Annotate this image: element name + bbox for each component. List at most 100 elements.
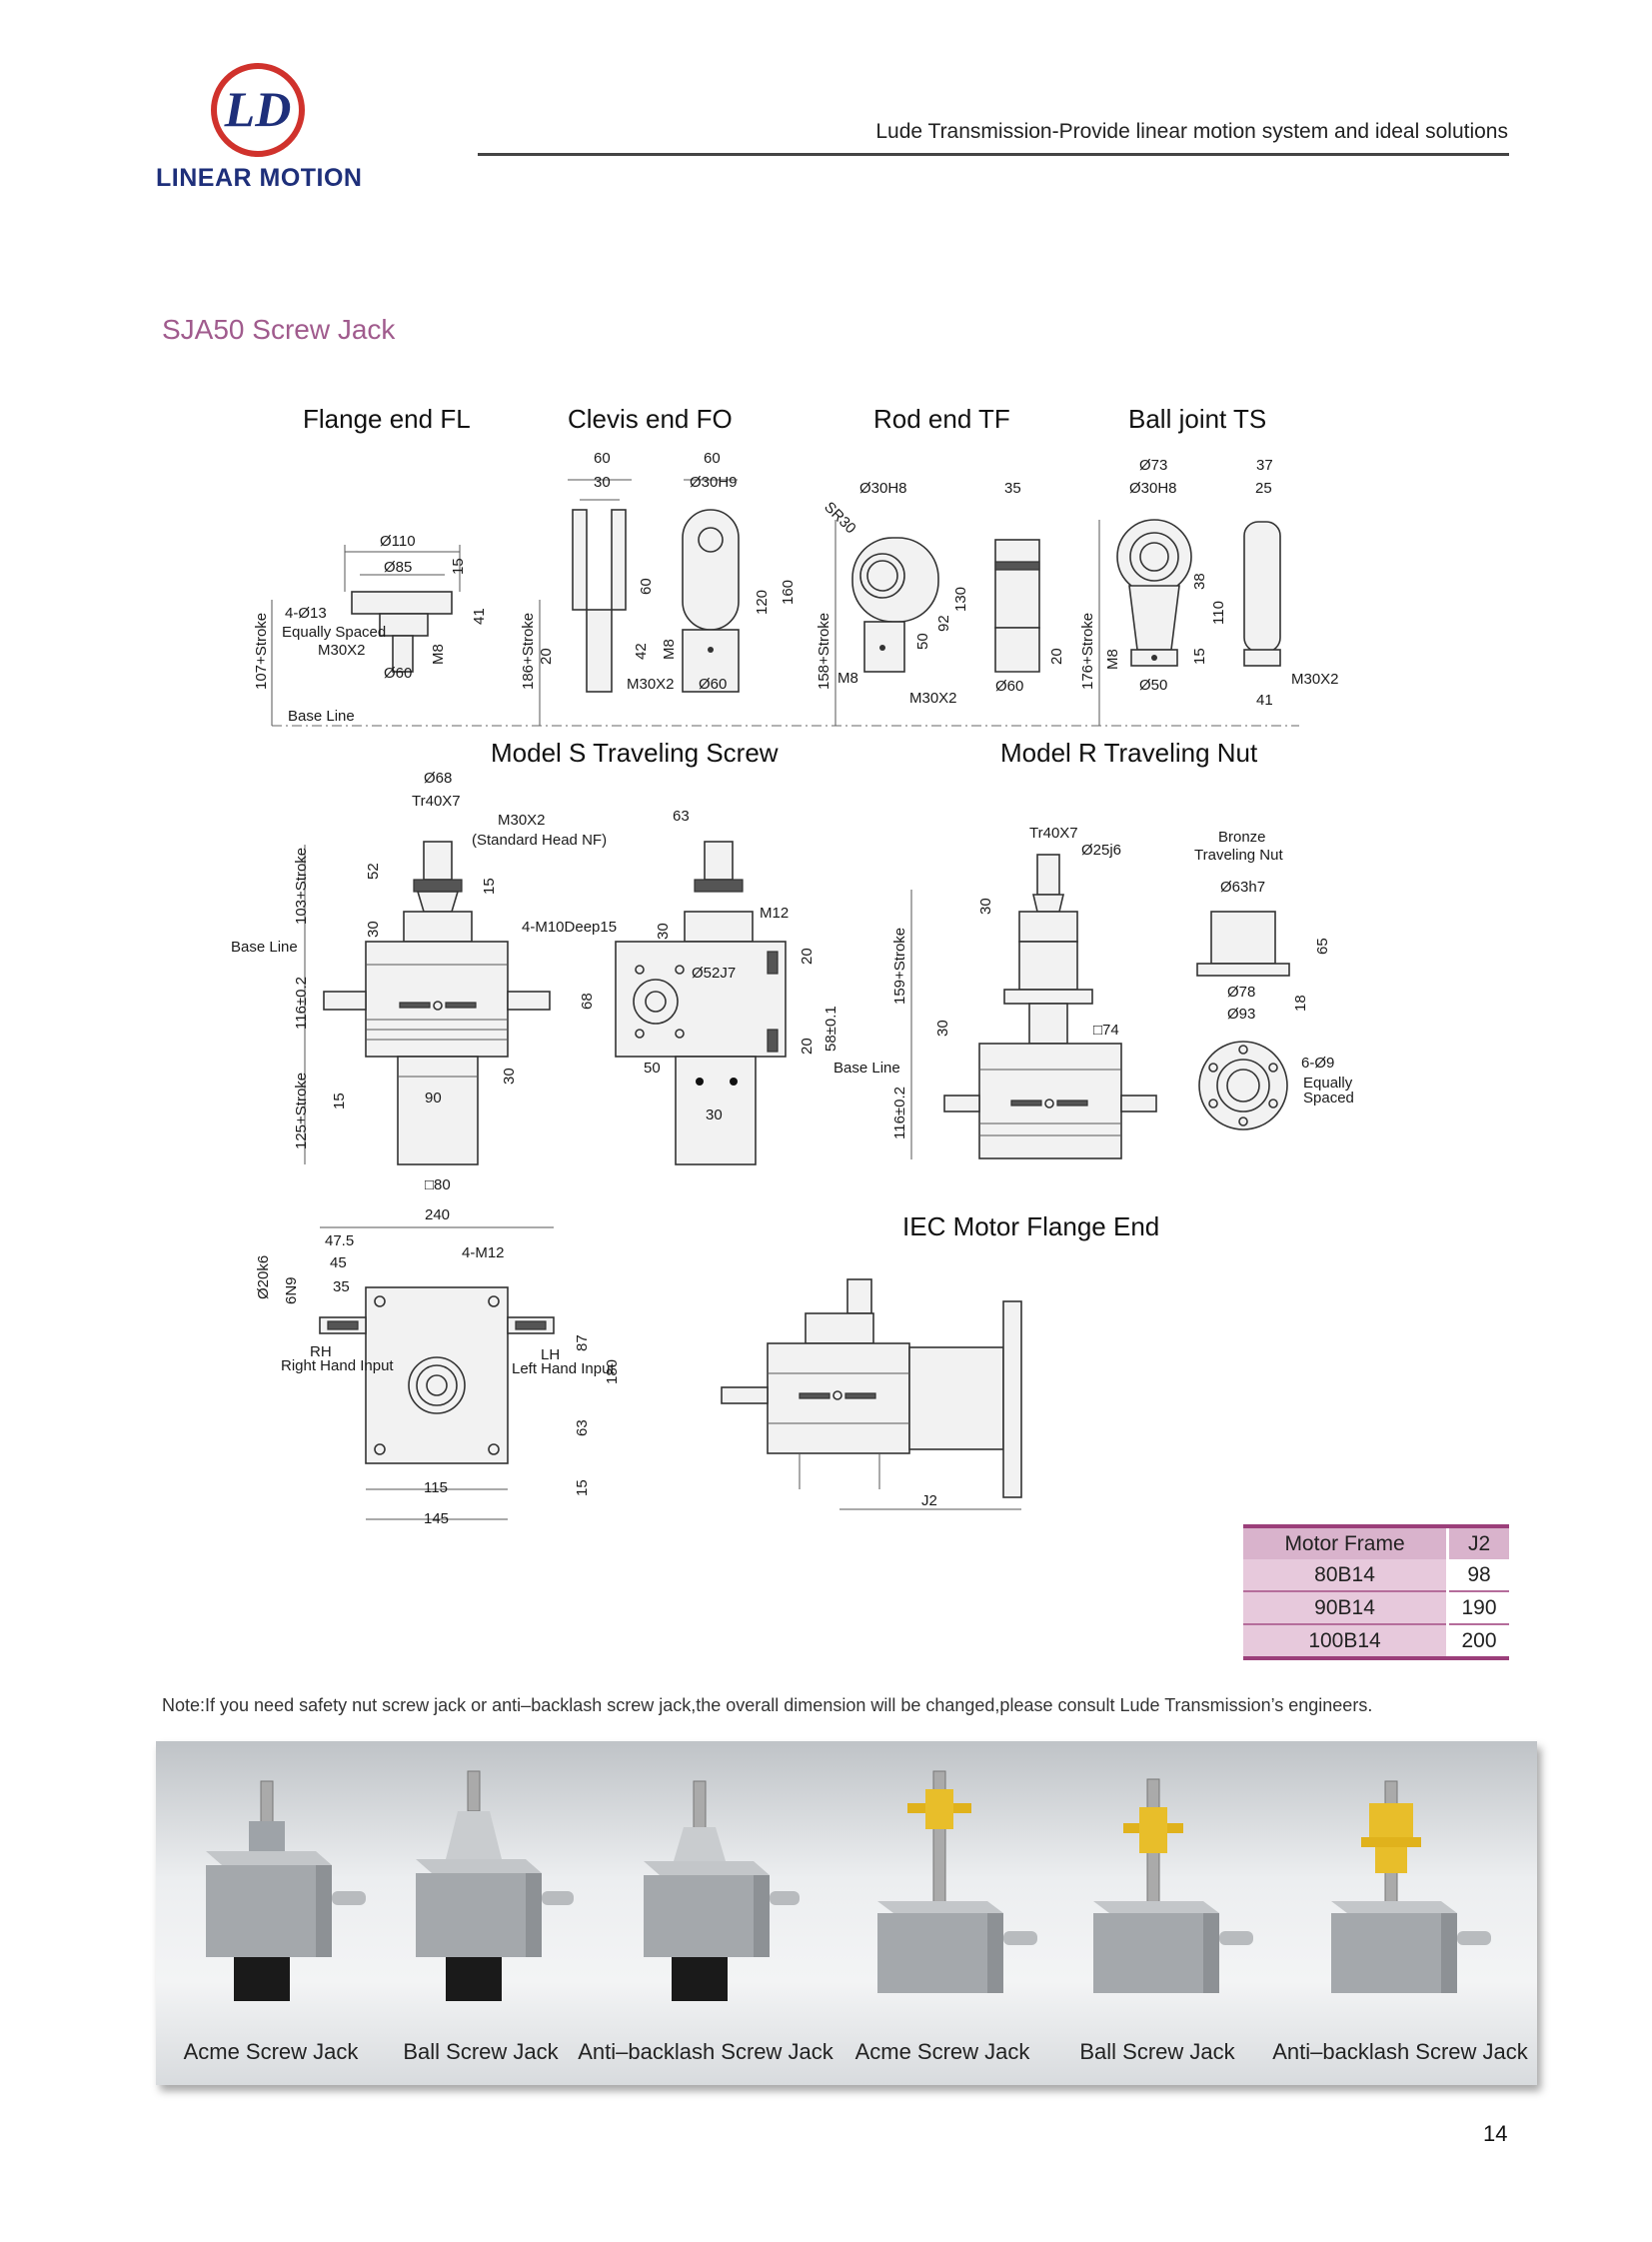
dim-s-90: 90 (425, 1090, 442, 1107)
table-cell: 90B14 (1243, 1591, 1450, 1625)
dim-fo-h120: 120 (754, 590, 771, 615)
dim-s-15: 15 (481, 878, 498, 895)
product-label: Anti–backlash Screw Jack (1272, 2039, 1528, 2064)
dim-s-68: 68 (579, 993, 596, 1010)
dim-b-45: 45 (330, 1254, 347, 1271)
dim-b-rh: RH (310, 1343, 332, 1360)
dim-b-lh-sub: Left Hand Input (512, 1360, 615, 1377)
header-divider (478, 153, 1509, 156)
dim-fl-d85: Ø85 (384, 559, 412, 576)
table-header-motor-frame: Motor Frame (1243, 1524, 1450, 1559)
dim-r-holes: 6-Ø9 (1301, 1055, 1334, 1072)
dim-r-eq-1: Equally (1303, 1075, 1353, 1092)
dim-s-stroke103: 103+Stroke (293, 848, 310, 925)
dim-fl-equally: Equally Spaced (282, 624, 386, 641)
table-cell: 190 (1447, 1591, 1509, 1625)
dimension-note: Note:If you need safety nut screw jack o… (162, 1695, 1373, 1715)
acme-traveling-nut-jack-image (877, 1770, 1037, 1993)
dim-s-tap: 4-M10Deep15 (522, 919, 617, 936)
dim-fo-60a: 60 (594, 450, 611, 467)
clevis-end-drawing (539, 479, 740, 726)
dim-iec-j2: J2 (921, 1492, 937, 1509)
anti-backlash-screw-jack-image (644, 1780, 800, 2001)
table-cell: 200 (1447, 1624, 1509, 1660)
product-label: Acme Screw Jack (183, 2039, 359, 2064)
acme-screw-jack-image (206, 1780, 366, 2001)
dim-fl-41: 41 (471, 608, 488, 625)
document-title: SJA50 Screw Jack (162, 314, 396, 345)
dim-b-115: 115 (424, 1479, 448, 1496)
dim-fl-d110: Ø110 (380, 533, 416, 550)
technical-drawings: Flange end FL Clevis end FO Rod end TF B… (231, 404, 1354, 1527)
dim-tf-bore: Ø30H8 (859, 480, 907, 497)
ball-joint-drawing (1098, 519, 1281, 726)
dim-r-sq74: □74 (1093, 1022, 1119, 1039)
dim-tf-stroke: 158+Stroke (816, 613, 832, 690)
product-strip: Acme Screw Jack Ball Screw Jack Anti–bac… (156, 1741, 1537, 2085)
dim-tf-thread: M30X2 (909, 690, 957, 707)
dim-r-30b: 30 (934, 1020, 951, 1037)
dim-s-tr: Tr40X7 (412, 793, 461, 810)
dim-r-bronze-1: Bronze (1218, 829, 1266, 846)
dim-fo-h60: 60 (638, 578, 655, 595)
dim-r-stroke159: 159+Stroke (891, 928, 908, 1005)
dim-fl-stroke: 107+Stroke (253, 613, 270, 690)
table-cell: 98 (1447, 1559, 1509, 1592)
dim-tf-35: 35 (1004, 480, 1021, 497)
dim-fl-thread: M30X2 (318, 642, 366, 659)
dim-tf-sr: SR30 (821, 499, 859, 538)
dim-ts-stroke: 176+Stroke (1079, 613, 1096, 690)
dim-tf-d60: Ø60 (995, 678, 1023, 695)
logo-text: LINEAR MOTION (156, 164, 363, 192)
header-tagline: Lude Transmission-Provide linear motion … (875, 120, 1508, 143)
ball-traveling-nut-jack-image (1093, 1778, 1253, 1993)
dim-fl-base: Base Line (288, 708, 355, 725)
dim-s-d52: Ø52J7 (692, 965, 736, 982)
dim-ts-25: 25 (1255, 480, 1272, 497)
dim-s-stroke125: 125+Stroke (293, 1073, 310, 1149)
dim-ts-15: 15 (1191, 648, 1208, 665)
dim-ts-d73: Ø73 (1139, 457, 1167, 474)
dim-b-180: 180 (604, 1359, 621, 1384)
dim-b-35: 35 (333, 1278, 350, 1295)
dim-r-bronze-2: Traveling Nut (1194, 847, 1283, 864)
product-label: Ball Screw Jack (1079, 2039, 1235, 2064)
dim-fl-15: 15 (450, 558, 467, 575)
dim-ts-thread: M30X2 (1291, 671, 1339, 688)
dim-b-key: 6N9 (283, 1276, 300, 1304)
section-model-r-title: Model R Traveling Nut (1000, 738, 1258, 768)
top-view-drawing (319, 1226, 555, 1520)
dim-r-18: 18 (1292, 995, 1309, 1012)
dim-r-d63: Ø63h7 (1220, 879, 1265, 896)
dim-ts-110: 110 (1210, 601, 1227, 625)
dim-s-52: 52 (365, 863, 382, 880)
product-label: Acme Screw Jack (854, 2039, 1030, 2064)
ball-screw-jack-image (416, 1770, 574, 2001)
dim-s-head: (Standard Head NF) (472, 832, 607, 849)
dim-fo-bore: Ø30H9 (690, 474, 738, 491)
section-iec-flange-title: IEC Motor Flange End (902, 1211, 1159, 1241)
dim-b-87: 87 (574, 1334, 591, 1351)
table-row: 80B14 98 (1243, 1559, 1509, 1592)
dim-s-sq80: □80 (425, 1176, 451, 1193)
section-clevis-end-title: Clevis end FO (568, 404, 733, 434)
dim-b-tap: 4-M12 (462, 1244, 505, 1261)
anti-backlash-traveling-nut-jack-image (1331, 1780, 1491, 1993)
dim-r-eq-2: Spaced (1303, 1090, 1354, 1107)
dim-ts-bore: Ø30H8 (1129, 480, 1177, 497)
dim-tf-m8: M8 (837, 670, 858, 687)
product-anti-backlash-traveling-nut-jack: Anti–backlash Screw Jack (1265, 1741, 1535, 2085)
section-model-s-title: Model S Traveling Screw (491, 738, 779, 768)
dim-tf-50: 50 (914, 633, 931, 650)
dim-s-20a: 20 (799, 948, 816, 965)
dim-b-145: 145 (424, 1510, 449, 1527)
dim-fo-h42: 42 (633, 643, 650, 660)
iec-flange-drawing (721, 1278, 1022, 1510)
page-number: 14 (1483, 2121, 1508, 2146)
dim-fo-h20: 20 (538, 648, 555, 665)
dim-ts-37: 37 (1256, 457, 1273, 474)
dim-s-30: 30 (365, 921, 382, 938)
dim-b-d20: Ø20k6 (255, 1255, 272, 1299)
model-s-drawing (304, 841, 787, 1165)
section-ball-joint-title: Ball joint TS (1128, 404, 1266, 434)
